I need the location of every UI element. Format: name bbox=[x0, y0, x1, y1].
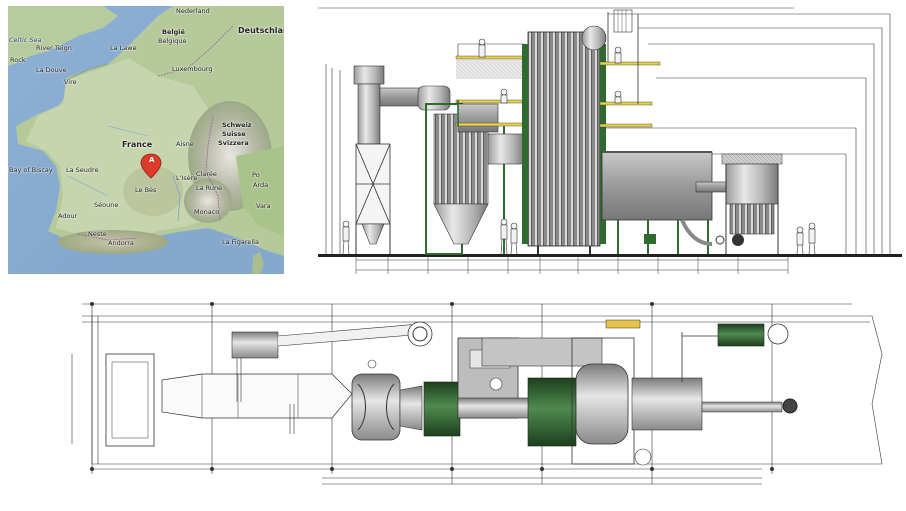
map-label-seoune: Séoune bbox=[94, 201, 119, 209]
location-map[interactable]: Nederland Celtic Sea België Belgique Deu… bbox=[8, 6, 284, 274]
map-label-luxembourg: Luxembourg bbox=[172, 65, 213, 73]
map-label-vara: Vara bbox=[256, 202, 271, 210]
map-label-rock: Rock bbox=[10, 56, 26, 64]
map-pin-icon bbox=[140, 153, 162, 179]
map-label-andorra: Andorra bbox=[108, 239, 134, 247]
plant-elevation-drawing bbox=[318, 7, 902, 274]
map-label-belgie: België bbox=[162, 28, 185, 36]
map-label-suisse: Suisse bbox=[222, 130, 246, 138]
map-label-monaco: Monaco bbox=[194, 208, 220, 216]
map-label-la-douve: La Douve bbox=[36, 66, 67, 74]
map-label-svizzera: Svizzera bbox=[218, 139, 249, 147]
map-label-vire: Vire bbox=[64, 78, 77, 86]
plant-plan-drawing bbox=[71, 302, 883, 485]
map-label-la-rune: La Rune bbox=[196, 184, 223, 192]
map-label-l-isere: L'Isère bbox=[176, 174, 198, 182]
map-label-le-bes: Le Bès bbox=[135, 186, 157, 194]
map-label-la-seudre: La Seudre bbox=[66, 166, 99, 174]
map-label-celtic-sea: Celtic Sea bbox=[9, 36, 42, 44]
map-label-deutschland: Deutschland bbox=[238, 26, 284, 35]
map-pin-label: A bbox=[149, 156, 155, 164]
map-label-bay-of-biscay-line1: Bay of Biscay bbox=[9, 166, 53, 174]
map-label-belgique: Belgique bbox=[158, 37, 187, 45]
human-figure-icon bbox=[342, 38, 816, 255]
map-label-river-teign: River Teign bbox=[36, 44, 72, 52]
map-label-la-lawe: La Lawe bbox=[110, 44, 137, 52]
map-label-po: Po bbox=[252, 171, 260, 179]
map-label-schweiz: Schweiz bbox=[222, 121, 252, 129]
map-label-claree: Clarée bbox=[196, 170, 217, 178]
map-label-adour: Adour bbox=[58, 212, 78, 220]
map-label-aisne: Aisne bbox=[176, 140, 194, 148]
map-label-la-figarella: La Figarella bbox=[222, 238, 259, 246]
map-label-nederland: Nederland bbox=[176, 7, 210, 15]
map-label-france: France bbox=[122, 140, 153, 149]
map-terrain bbox=[8, 6, 284, 274]
map-label-neste: Neste bbox=[88, 230, 107, 238]
map-label-arda: Arda bbox=[253, 181, 269, 189]
